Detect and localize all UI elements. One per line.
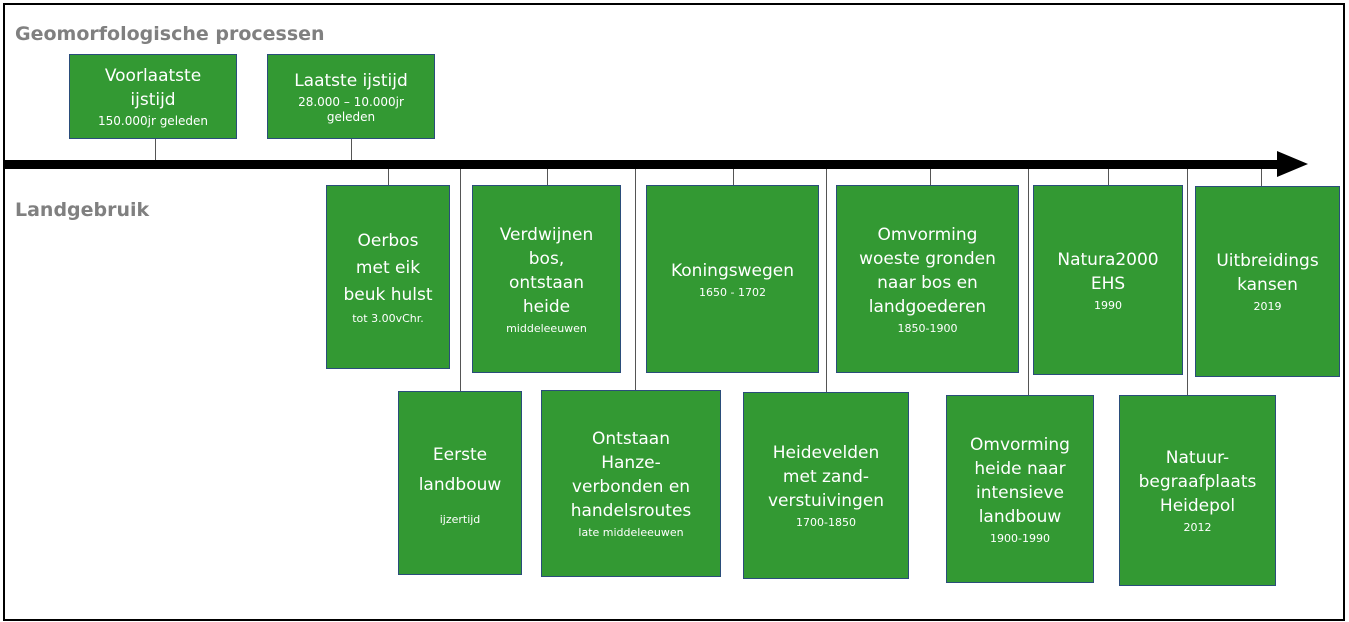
connector-koningswegen — [733, 169, 734, 187]
box-uitbreidingskansen: Uitbreidings kansen 2019 — [1195, 186, 1340, 377]
connector-omvorming-woeste-gronden — [930, 169, 931, 187]
box-date: 150.000jr geleden — [97, 114, 209, 128]
box-date: late middeleeuwen — [578, 526, 684, 539]
connector-uitbreidingskansen — [1261, 169, 1262, 188]
connector-natura2000 — [1108, 169, 1109, 187]
geomorphology-section-label: Geomorfologische processen — [15, 23, 325, 45]
box-date: 1900-1990 — [990, 531, 1050, 545]
box-date: ijzertijd — [439, 512, 481, 526]
land-use-section-label: Landgebruik — [15, 199, 150, 221]
connector-laatste-ijstijd — [351, 138, 352, 162]
box-title: Ontstaan Hanze- verbonden en handelsrout… — [570, 429, 692, 521]
connector-oerbos — [388, 169, 389, 187]
box-title: Koningswegen — [670, 260, 794, 281]
box-date: middeleeuwen — [506, 321, 587, 335]
connector-verdwijnen-bos — [547, 169, 548, 187]
box-date: 2019 — [1253, 300, 1282, 313]
box-heidevelden: Heidevelden met zand- verstuivingen 1700… — [743, 392, 909, 579]
box-title: Natura2000 EHS — [1057, 249, 1159, 294]
box-voorlaatste-ijstijd: Voorlaatste ijstijd 150.000jr geleden — [69, 54, 237, 139]
box-title: Eerste landbouw — [418, 444, 502, 495]
box-ontstaan-hanze: Ontstaan Hanze- verbonden en handelsrout… — [541, 390, 721, 577]
box-oerbos: Oerbos met eik beuk hulst tot 3.00vChr. — [326, 185, 450, 369]
box-omvorming-heide: Omvorming heide naar intensieve landbouw… — [946, 395, 1094, 583]
box-date: 1700-1850 — [796, 516, 856, 529]
box-title: Uitbreidings kansen — [1216, 251, 1319, 295]
box-date: tot 3.00vChr. — [352, 312, 424, 325]
box-title: Laatste ijstijd — [294, 70, 408, 91]
timeline-diagram: Geomorfologische processen Landgebruik V… — [3, 3, 1345, 621]
box-date: 1990 — [1094, 298, 1122, 312]
box-natura2000: Natura2000 EHS 1990 — [1033, 185, 1183, 375]
box-date: 28.000 – 10.000jr geleden — [298, 94, 404, 124]
box-laatste-ijstijd: Laatste ijstijd 28.000 – 10.000jr gelede… — [267, 54, 435, 139]
connector-natuurbegraafplaats — [1187, 169, 1188, 397]
timeline-arrowhead — [1277, 151, 1308, 177]
box-verdwijnen-bos: Verdwijnen bos, ontstaan heide middeleeu… — [472, 185, 621, 373]
box-title: Verdwijnen bos, ontstaan heide — [499, 224, 594, 317]
connector-ontstaan-hanze — [635, 169, 636, 393]
box-date: 1850-1900 — [897, 321, 958, 335]
box-koningswegen: Koningswegen 1650 - 1702 — [646, 185, 819, 373]
timeline-axis — [5, 160, 1283, 169]
box-title: Oerbos met eik beuk hulst — [343, 231, 433, 305]
box-title: Voorlaatste ijstijd — [104, 66, 202, 110]
box-date: 2012 — [1183, 521, 1212, 534]
box-omvorming-woeste-gronden: Omvorming woeste gronden naar bos en lan… — [836, 185, 1019, 373]
box-title: Omvorming heide naar intensieve landbouw — [970, 434, 1070, 527]
box-eerste-landbouw: Eerste landbouw ijzertijd — [398, 391, 522, 575]
connector-omvorming-heide — [1028, 169, 1029, 397]
box-title: Heidevelden met zand- verstuivingen — [767, 443, 885, 511]
connector-eerste-landbouw — [460, 169, 461, 393]
box-title: Natuur- begraafplaats Heidepol — [1138, 448, 1257, 516]
connector-heidevelden — [826, 169, 827, 394]
connector-voorlaatste-ijstijd — [155, 138, 156, 162]
box-date: 1650 - 1702 — [699, 285, 766, 299]
box-natuurbegraafplaats: Natuur- begraafplaats Heidepol 2012 — [1119, 395, 1276, 586]
box-title: Omvorming woeste gronden naar bos en lan… — [859, 224, 996, 317]
